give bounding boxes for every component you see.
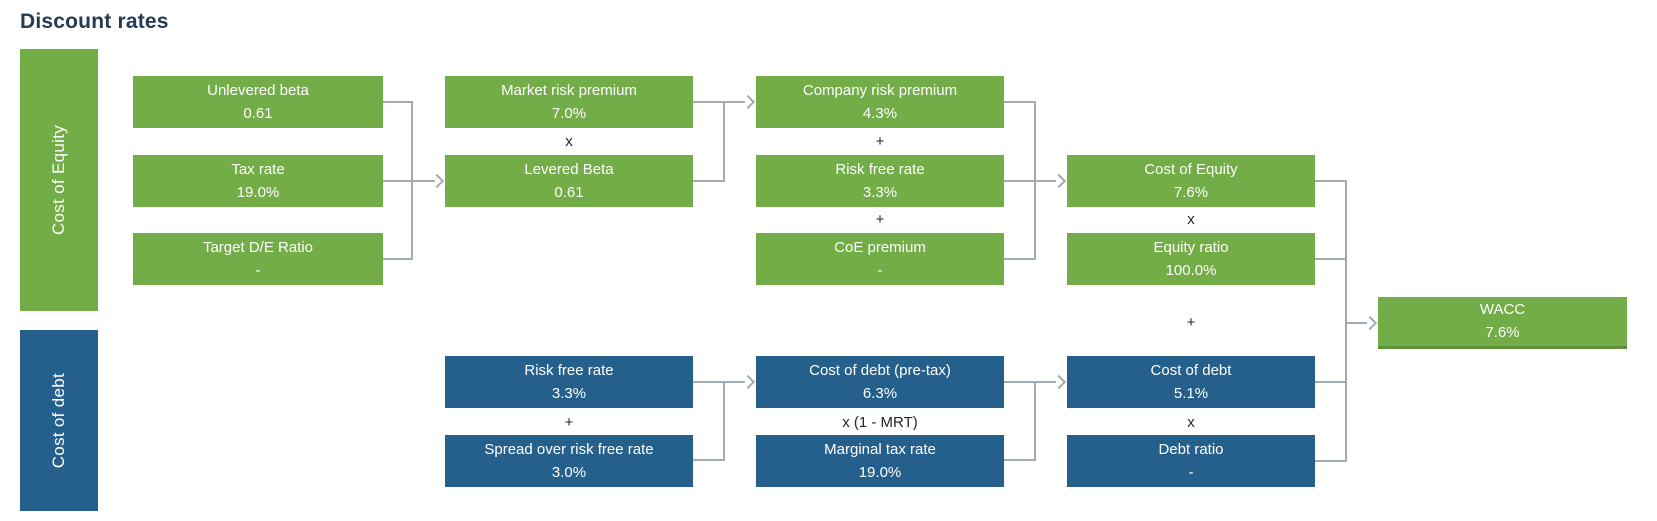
node-risk-free-rate-debt: Risk free rate 3.3% — [445, 356, 693, 408]
connector — [1004, 258, 1035, 260]
operator-multiply-one-minus-mrt: x (1 - MRT) — [842, 414, 918, 431]
operator-multiply: x — [565, 133, 573, 150]
connector — [1315, 381, 1346, 383]
node-unlevered-beta: Unlevered beta 0.61 — [133, 76, 383, 128]
node-value: - — [877, 261, 883, 279]
connector — [693, 180, 724, 182]
node-value: 7.6% — [1485, 324, 1520, 341]
node-label: Cost of Equity — [1144, 160, 1238, 178]
operator-plus: + — [564, 414, 574, 431]
connector — [1315, 258, 1346, 260]
node-label: Company risk premium — [802, 81, 958, 99]
equity-section-label: Cost of Equity — [49, 124, 68, 236]
debt-section-label: Cost of debt — [49, 372, 68, 469]
connector — [1345, 322, 1367, 324]
connector — [1345, 180, 1347, 462]
connector — [723, 381, 725, 461]
node-label: WACC — [1479, 301, 1526, 318]
equity-section-band: Cost of Equity — [20, 49, 98, 311]
arrow-right-icon — [1051, 374, 1067, 390]
connector — [1004, 381, 1056, 383]
node-value: 0.61 — [554, 183, 584, 201]
node-equity-ratio: Equity ratio 100.0% — [1067, 233, 1315, 285]
connector — [693, 381, 745, 383]
node-label: Cost of debt — [1150, 361, 1232, 379]
node-label: Target D/E Ratio — [202, 238, 314, 256]
node-cost-of-debt-pretax: Cost of debt (pre-tax) 6.3% — [756, 356, 1004, 408]
connector — [1315, 180, 1346, 182]
node-wacc: WACC 7.6% — [1378, 297, 1627, 349]
node-market-risk-premium: Market risk premium 7.0% — [445, 76, 693, 128]
node-value: 100.0% — [1165, 261, 1217, 279]
node-value: 7.6% — [1173, 183, 1209, 201]
connector — [383, 180, 435, 182]
node-label: Debt ratio — [1158, 440, 1224, 458]
node-label: Levered Beta — [524, 160, 614, 178]
node-cost-of-debt: Cost of debt 5.1% — [1067, 356, 1315, 408]
node-target-de-ratio: Target D/E Ratio - — [133, 233, 383, 285]
node-value: 5.1% — [1173, 384, 1209, 402]
connector — [1004, 101, 1035, 103]
node-label: Cost of debt (pre-tax) — [809, 361, 951, 379]
connector — [693, 459, 724, 461]
node-levered-beta: Levered Beta 0.61 — [445, 155, 693, 207]
node-value: 19.0% — [236, 183, 280, 201]
node-tax-rate: Tax rate 19.0% — [133, 155, 383, 207]
node-value: 0.61 — [243, 104, 273, 122]
node-value: 4.3% — [862, 104, 898, 122]
node-marginal-tax-rate: Marginal tax rate 19.0% — [756, 435, 1004, 487]
node-label: Unlevered beta — [207, 81, 309, 99]
arrow-right-icon — [429, 173, 445, 189]
arrow-right-icon — [740, 94, 756, 110]
connector — [1034, 101, 1036, 260]
node-value: 7.0% — [551, 104, 587, 122]
connector — [1034, 381, 1036, 461]
node-value: 3.3% — [551, 384, 587, 402]
node-label: Tax rate — [231, 160, 285, 178]
arrow-right-icon — [1362, 315, 1378, 331]
node-value: 3.3% — [862, 183, 898, 201]
node-risk-free-rate-equity: Risk free rate 3.3% — [756, 155, 1004, 207]
node-label: Marginal tax rate — [824, 440, 936, 458]
node-label: Risk free rate — [524, 361, 614, 379]
node-cost-of-equity: Cost of Equity 7.6% — [1067, 155, 1315, 207]
node-value: - — [1188, 463, 1194, 481]
connector — [1004, 459, 1035, 461]
node-label: Risk free rate — [835, 160, 925, 178]
operator-multiply: x — [1187, 414, 1195, 431]
node-debt-ratio: Debt ratio - — [1067, 435, 1315, 487]
node-label: Equity ratio — [1153, 238, 1229, 256]
node-label: CoE premium — [834, 238, 926, 256]
node-company-risk-premium: Company risk premium 4.3% — [756, 76, 1004, 128]
connector — [383, 258, 412, 260]
operator-plus: + — [875, 211, 885, 228]
connector — [1315, 460, 1346, 462]
node-spread-over-risk-free-rate: Spread over risk free rate 3.0% — [445, 435, 693, 487]
connector — [693, 101, 745, 103]
connector — [411, 101, 413, 260]
debt-section-band: Cost of debt — [20, 330, 98, 511]
arrow-right-icon — [1051, 173, 1067, 189]
node-value: 19.0% — [858, 463, 902, 481]
node-value: - — [255, 261, 261, 279]
connector — [1004, 180, 1056, 182]
operator-plus: + — [1186, 314, 1196, 331]
connector — [383, 101, 412, 103]
node-label: Market risk premium — [501, 81, 637, 99]
node-value: 3.0% — [551, 463, 587, 481]
node-value: 6.3% — [862, 384, 898, 402]
operator-plus: + — [875, 133, 885, 150]
operator-multiply: x — [1187, 211, 1195, 228]
page-title: Discount rates — [20, 10, 169, 33]
arrow-right-icon — [740, 374, 756, 390]
node-coe-premium: CoE premium - — [756, 233, 1004, 285]
node-label: Spread over risk free rate — [484, 440, 654, 458]
connector — [723, 101, 725, 182]
